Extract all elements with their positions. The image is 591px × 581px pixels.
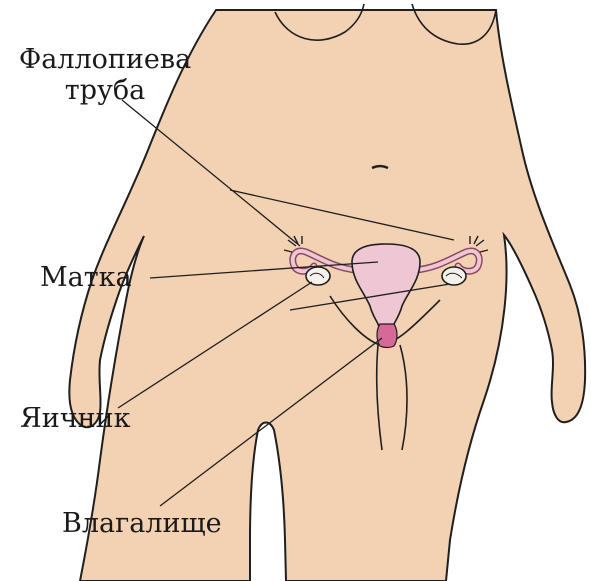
label-fallopian-tube: Фаллопиева труба — [10, 44, 200, 106]
vagina — [377, 324, 397, 348]
label-fallopian-tube-line1: Фаллопиева — [10, 44, 200, 75]
label-uterus: Матка — [40, 262, 132, 293]
label-ovary: Яичник — [20, 403, 131, 434]
label-vagina: Влагалище — [62, 508, 222, 539]
ovary-left — [306, 267, 330, 285]
ovary-right — [442, 267, 466, 285]
label-fallopian-tube-line2: труба — [10, 75, 200, 106]
